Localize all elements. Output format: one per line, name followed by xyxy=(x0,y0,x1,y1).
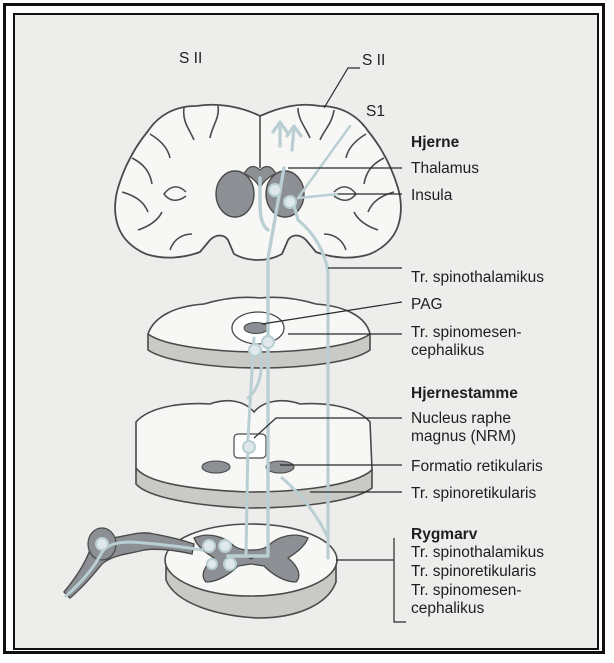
node-cord-a xyxy=(203,540,215,552)
label-formatio: Formatio retikularis xyxy=(411,458,543,475)
node-thalamus-a xyxy=(269,184,281,196)
node-thalamus-b xyxy=(284,196,296,208)
pain-pathway-diagram: S II S II S1 Hjerne Thalamus Insula Tr. … xyxy=(15,15,599,650)
label-thalamus: Thalamus xyxy=(411,160,479,177)
midbrain-section xyxy=(148,297,370,368)
thalamus-left xyxy=(216,171,254,217)
label-nrm-2: magnus (NRM) xyxy=(411,428,516,445)
label-s2-right: S II xyxy=(362,52,385,69)
node-ganglion xyxy=(96,538,108,550)
label-pag: PAG xyxy=(411,296,443,313)
node-cord-d xyxy=(207,559,217,569)
label-s1: S1 xyxy=(366,103,385,120)
label-rygmarv-4: cephalikus xyxy=(411,600,484,617)
label-tr-spinoretikularis: Tr. spinoretikularis xyxy=(411,485,536,502)
label-hjernestamme: Hjernestamme xyxy=(411,385,518,402)
node-cord-c xyxy=(224,558,236,570)
label-tr-spinomesen-2: cephalikus xyxy=(411,342,484,359)
label-tr-spinomesen-1: Tr. spinomesen- xyxy=(411,324,522,341)
label-insula: Insula xyxy=(411,187,453,204)
olive-left xyxy=(202,461,230,473)
diagram-panel: S II S II S1 Hjerne Thalamus Insula Tr. … xyxy=(13,13,599,650)
label-rygmarv-2: Tr. spinoretikularis xyxy=(411,563,536,580)
label-nrm-1: Nucleus raphe xyxy=(411,410,511,427)
label-tr-spinothalamikus: Tr. spinothalamikus xyxy=(411,269,544,286)
brain-section xyxy=(115,105,401,260)
node-pag-a xyxy=(262,336,274,348)
label-s2-left: S II xyxy=(179,50,202,67)
olive-right xyxy=(266,461,294,473)
label-hjerne: Hjerne xyxy=(411,134,460,151)
label-rygmarv-1: Tr. spinothalamikus xyxy=(411,544,544,561)
label-rygmarv: Rygmarv xyxy=(411,526,478,543)
node-nrm xyxy=(243,441,255,453)
label-rygmarv-3: Tr. spinomesen- xyxy=(411,582,522,599)
node-pag-b xyxy=(249,344,261,356)
node-cord-b xyxy=(219,540,231,552)
